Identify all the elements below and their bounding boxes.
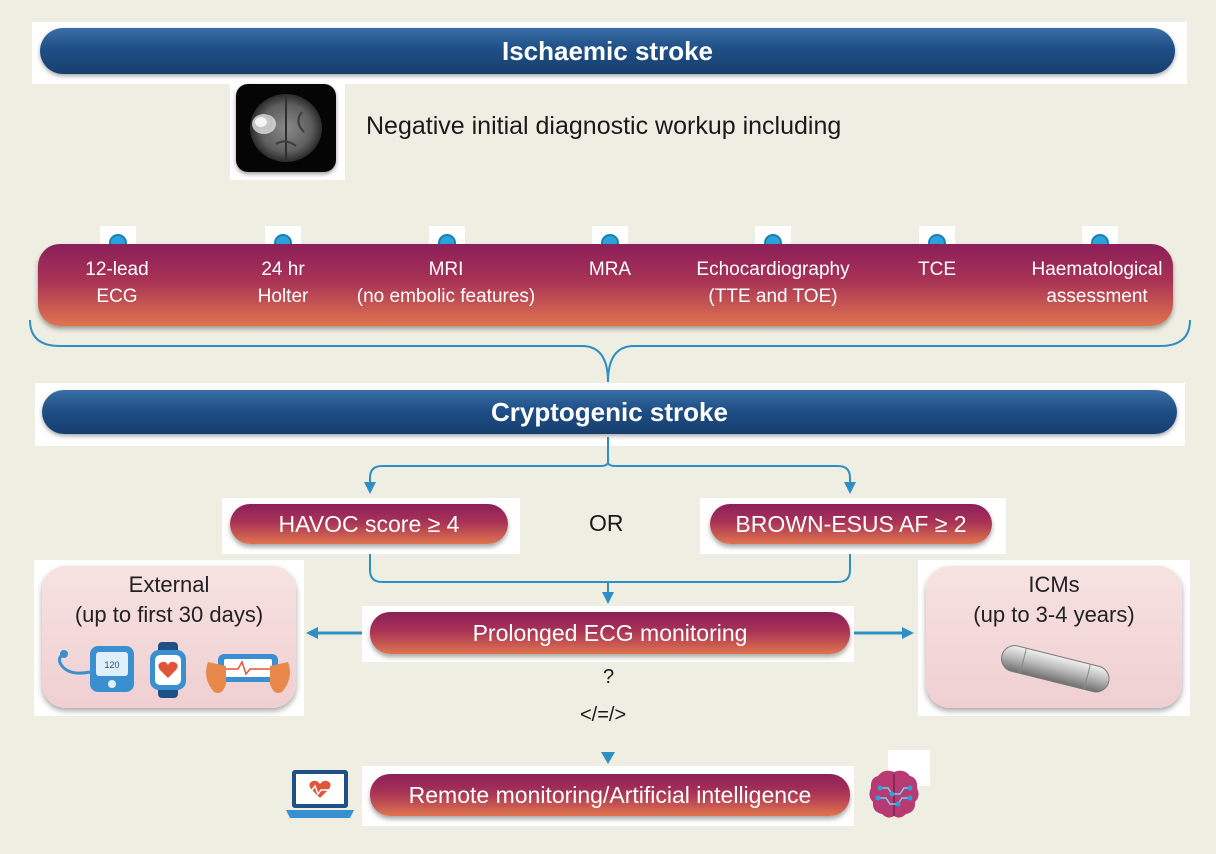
icm-monitoring-panel: ICMs (up to 3-4 years) [926, 566, 1182, 708]
icm-title: ICMs [1028, 572, 1080, 597]
brain-mri-scan-icon [236, 84, 336, 172]
cryptogenic-stroke-banner: Cryptogenic stroke [42, 390, 1177, 434]
external-title: External [128, 572, 210, 597]
question-mark: ? [603, 666, 615, 688]
external-monitoring-panel: External (up to first 30 days) 120 [42, 566, 296, 708]
ischaemic-stroke-banner: Ischaemic stroke [40, 28, 1175, 74]
laptop-heart-icon [286, 770, 354, 818]
havoc-score-label: HAVOC score ≥ 4 [278, 510, 460, 537]
workup-text: Negative initial diagnostic workup inclu… [366, 112, 842, 140]
brown-esus-label: BROWN-ESUS AF ≥ 2 [735, 510, 967, 537]
comparison-symbols: </=/> [580, 704, 627, 726]
split-connector [370, 437, 609, 488]
test-line1: MRI [428, 259, 464, 280]
smartwatch-heart-icon [150, 642, 186, 698]
test-line1: 24 hr [261, 259, 305, 280]
split-connector-right [607, 461, 856, 494]
prolonged-ecg-monitoring-label: Prolonged ECG monitoring [472, 619, 748, 646]
havoc-score-box: HAVOC score ≥ 4 [230, 504, 508, 544]
test-line1: MRA [588, 259, 632, 280]
ischaemic-stroke-title: Ischaemic stroke [501, 35, 713, 66]
test-line1: Echocardiography [696, 259, 850, 280]
ai-brain-icon [869, 770, 919, 818]
test-mra: MRA [589, 256, 631, 283]
or-label: OR [589, 510, 624, 536]
handheld-ecg-device-icon [206, 654, 290, 693]
test-line2: assessment [1046, 286, 1148, 307]
test-line1: TCE [918, 259, 956, 280]
external-subtitle: (up to first 30 days) [74, 602, 264, 627]
test-12-lead-ecg: 12-lead ECG [85, 256, 148, 310]
brown-esus-box: BROWN-ESUS AF ≥ 2 [710, 504, 992, 544]
test-echocardiography: Echocardiography (TTE and TOE) [696, 256, 849, 310]
test-haematological: Haematological assessment [1032, 256, 1163, 310]
svg-text:120: 120 [104, 660, 119, 670]
implantable-cardiac-monitor-icon [1001, 645, 1110, 693]
brace-connector [29, 319, 1191, 383]
test-line2: (no embolic features) [356, 286, 536, 307]
test-line2: (TTE and TOE) [708, 286, 838, 307]
blood-pressure-monitor-icon: 120 [57, 646, 134, 692]
icm-subtitle: (up to 3-4 years) [973, 602, 1135, 627]
test-holter: 24 hr Holter [258, 256, 309, 310]
diagnostic-tests-bar [38, 244, 1173, 326]
remote-monitoring-ai-label: Remote monitoring/Artificial intelligenc… [408, 781, 812, 808]
test-tce: TCE [918, 256, 956, 283]
prolonged-ecg-monitoring-box: Prolonged ECG monitoring [370, 612, 850, 654]
down-triangle [601, 752, 615, 764]
cryptogenic-stroke-title: Cryptogenic stroke [491, 396, 728, 427]
test-line2: Holter [257, 286, 309, 307]
remote-monitoring-ai-box: Remote monitoring/Artificial intelligenc… [370, 774, 850, 816]
test-mri: MRI (no embolic features) [357, 256, 535, 310]
test-line2: ECG [96, 286, 138, 307]
merge-connector [369, 545, 851, 598]
test-line1: 12-lead [85, 259, 149, 280]
test-line1: Haematological [1031, 259, 1163, 280]
